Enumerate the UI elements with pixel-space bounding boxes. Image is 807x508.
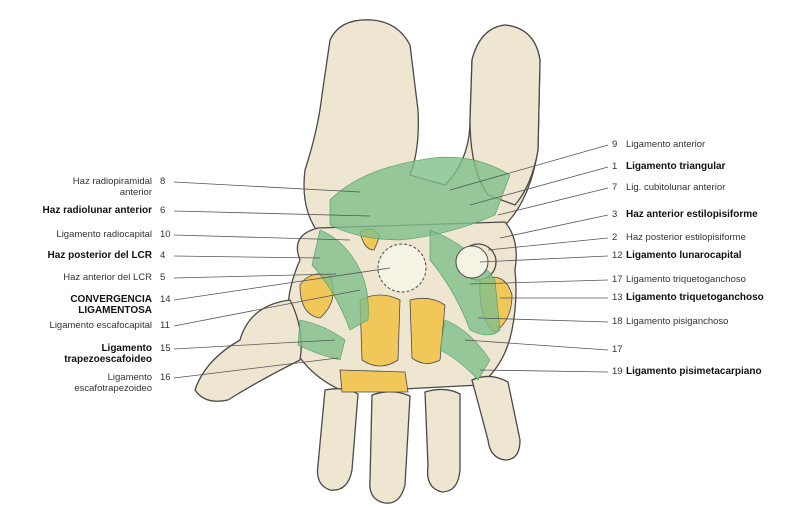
label-left-6: Haz radiolunar anterior — [43, 205, 152, 216]
label-right-19: Ligamento pisimetacarpiano — [626, 366, 762, 377]
label-number: 6 — [160, 205, 165, 216]
label-left-10: Ligamento radiocapital — [56, 229, 152, 240]
label-right-7: Lig. cubitolunar anterior — [626, 182, 725, 193]
label-number: 5 — [160, 272, 165, 283]
capitate-cartilage — [410, 298, 445, 363]
label-text: Lig. cubitolunar anterior — [626, 182, 725, 193]
trapezoid-cartilage — [340, 370, 408, 392]
label-text: Haz radiopiramidal anterior — [73, 176, 152, 198]
fourth-metacarpal — [425, 389, 460, 492]
label-left-8: Haz radiopiramidal anterior — [73, 176, 152, 198]
label-number: 15 — [160, 343, 171, 354]
label-right-18: Ligamento pisiganchoso — [626, 316, 728, 327]
label-text: Ligamento pisiganchoso — [626, 316, 728, 327]
leader-line — [480, 370, 608, 372]
label-right-13: Ligamento triquetoganchoso — [626, 292, 764, 303]
label-text: Ligamento radiocapital — [56, 229, 152, 240]
label-right-2: Haz posterior estilopisiforme — [626, 232, 746, 243]
label-left-15: Ligamento trapezoescafoideo — [64, 343, 152, 365]
label-text: Ligamento escafotrapezoideo — [74, 372, 152, 394]
label-right-3: Haz anterior estilopisiforme — [626, 209, 758, 220]
label-number: 11 — [160, 320, 170, 331]
label-left-5: Haz anterior del LCR — [63, 272, 152, 283]
label-number: 18 — [612, 316, 623, 327]
label-text: CONVERGENCIA LIGAMENTOSA — [70, 294, 152, 316]
second-metacarpal — [318, 389, 359, 491]
label-number: 3 — [612, 209, 617, 220]
label-text: Ligamento pisimetacarpiano — [626, 366, 762, 377]
label-number: 19 — [612, 366, 623, 377]
label-number: 8 — [160, 176, 165, 187]
label-number: 4 — [160, 250, 165, 261]
label-text: Ligamento triquetoganchoso — [626, 274, 746, 285]
label-right-1: Ligamento triangular — [626, 161, 725, 172]
label-text: Haz radiolunar anterior — [43, 205, 152, 216]
label-text: Haz anterior del LCR — [63, 272, 152, 283]
label-left-4: Haz posterior del LCR — [48, 250, 152, 261]
label-number: 14 — [160, 294, 171, 305]
label-number: 13 — [612, 292, 623, 303]
label-text: Ligamento escafocapital — [50, 320, 152, 331]
label-right-17: Ligamento triquetoganchoso — [626, 274, 746, 285]
label-left-16: Ligamento escafotrapezoideo — [74, 372, 152, 394]
label-number: 12 — [612, 250, 623, 261]
label-right-9: Ligamento anterior — [626, 139, 705, 150]
label-number: 17 — [612, 274, 623, 285]
label-text: Ligamento anterior — [626, 139, 705, 150]
label-number: 9 — [612, 139, 617, 150]
label-number: 1 — [612, 161, 617, 172]
fifth-metacarpal — [472, 376, 520, 460]
label-text: Ligamento lunarocapital — [626, 250, 742, 261]
label-number: 2 — [612, 232, 617, 243]
label-text: Ligamento trapezoescafoideo — [64, 343, 152, 365]
first-metacarpal — [195, 300, 301, 401]
label-right-12: Ligamento lunarocapital — [626, 250, 742, 261]
label-number: 17 — [612, 344, 623, 355]
label-text: Ligamento triquetoganchoso — [626, 292, 764, 303]
label-number: 10 — [160, 229, 171, 240]
label-number: 7 — [612, 182, 617, 193]
label-text: Haz posterior estilopisiforme — [626, 232, 746, 243]
label-text: Ligamento triangular — [626, 161, 725, 172]
label-text: Haz anterior estilopisiforme — [626, 209, 758, 220]
capitate-head — [378, 244, 426, 292]
label-left-14: CONVERGENCIA LIGAMENTOSA — [70, 294, 152, 316]
label-text: Haz posterior del LCR — [48, 250, 152, 261]
third-metacarpal — [370, 392, 410, 503]
label-left-11: Ligamento escafocapital — [50, 320, 152, 331]
leader-line — [500, 215, 608, 238]
label-number: 16 — [160, 372, 171, 383]
